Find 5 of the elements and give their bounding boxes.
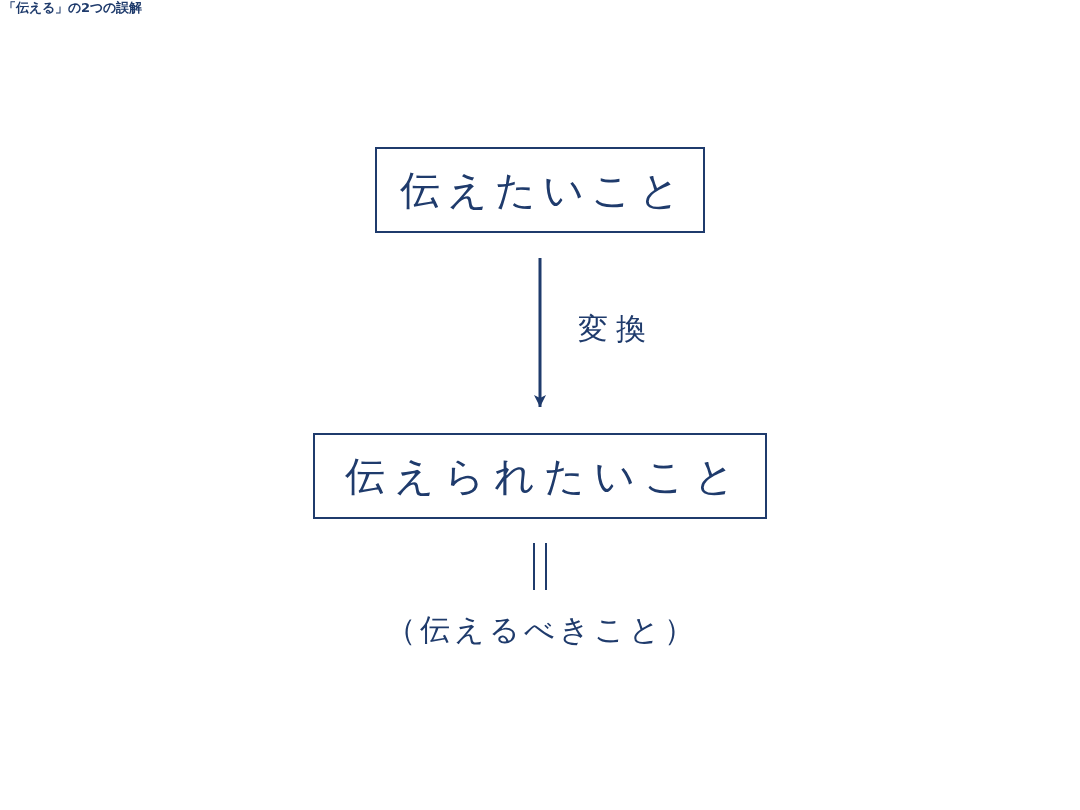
parenthetical-text: （伝えるべきこと） xyxy=(360,604,720,656)
arrow xyxy=(534,258,546,407)
text-box: 伝えたいこと xyxy=(375,147,705,233)
text-box: 伝えられたいこと xyxy=(313,433,767,519)
title: 「伝える」の2つの誤解 xyxy=(3,0,143,16)
